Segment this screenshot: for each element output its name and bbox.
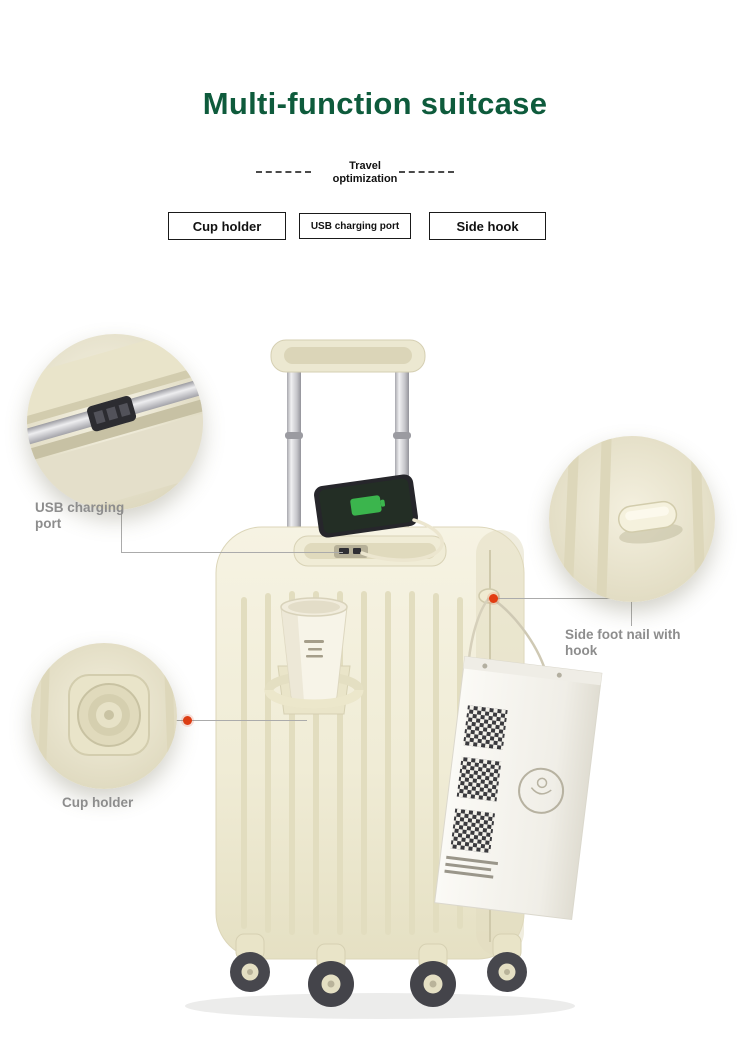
cup-holder-detail-photo (31, 643, 177, 789)
bag-text-lines (444, 855, 499, 879)
usb-callout-label-line2: port (35, 516, 62, 531)
tagline-line1: Travel (349, 160, 381, 172)
connector-cup-horizontal (176, 720, 307, 721)
usb-callout-label-line1: USB charging (35, 500, 125, 515)
hook-callout-dot (489, 594, 498, 603)
wheel-back-right (487, 933, 527, 992)
feature-tag-side-hook: Side hook (429, 212, 546, 240)
hook-callout-label-line1: Side foot nail with (565, 627, 681, 642)
wheel-front-left (308, 943, 354, 1007)
wheel-back-left (230, 933, 270, 992)
shopping-bag (434, 596, 603, 921)
phone (314, 474, 418, 538)
connector-hook-vertical (631, 598, 632, 626)
connector-hook-horizontal (494, 598, 632, 599)
qr-prints (450, 705, 508, 854)
feature-tag-label: Side hook (456, 218, 519, 234)
top-handle-mount (293, 535, 447, 567)
feature-tag-cup-holder: Cup holder (168, 212, 286, 240)
feature-tag-usb-charging-port: USB charging port (299, 213, 411, 239)
tagline-dash-right (399, 171, 454, 173)
wheel-front-right (410, 943, 456, 1007)
wheels (230, 933, 527, 1007)
tagline-line2: optimization (332, 173, 398, 185)
cup (280, 597, 348, 705)
usb-port (334, 545, 368, 558)
connector-usb-horizontal (121, 552, 343, 553)
hook-callout-label: Side foot nail with hook (565, 627, 681, 659)
feature-tag-label: USB charging port (310, 220, 400, 232)
bag-logo (518, 767, 565, 814)
hook-detail-photo (549, 436, 715, 602)
hook-callout-label-line2: hook (565, 643, 598, 658)
cup-callout-label: Cup holder (62, 795, 134, 810)
ground-shadow (185, 993, 575, 1019)
cup-callout-dot (183, 716, 192, 725)
feature-tag-label: Cup holder (192, 218, 262, 234)
connector-usb-vertical (121, 493, 122, 553)
usb-detail-photo (27, 334, 203, 510)
charging-cable (360, 518, 444, 562)
page-title: Multi-function suitcase (202, 86, 548, 121)
usb-callout-label: USB charging port (35, 500, 124, 532)
tagline-dash-left (256, 171, 311, 173)
tagline: Travel optimization (300, 160, 430, 186)
cup-holder-front-ring (264, 689, 364, 709)
